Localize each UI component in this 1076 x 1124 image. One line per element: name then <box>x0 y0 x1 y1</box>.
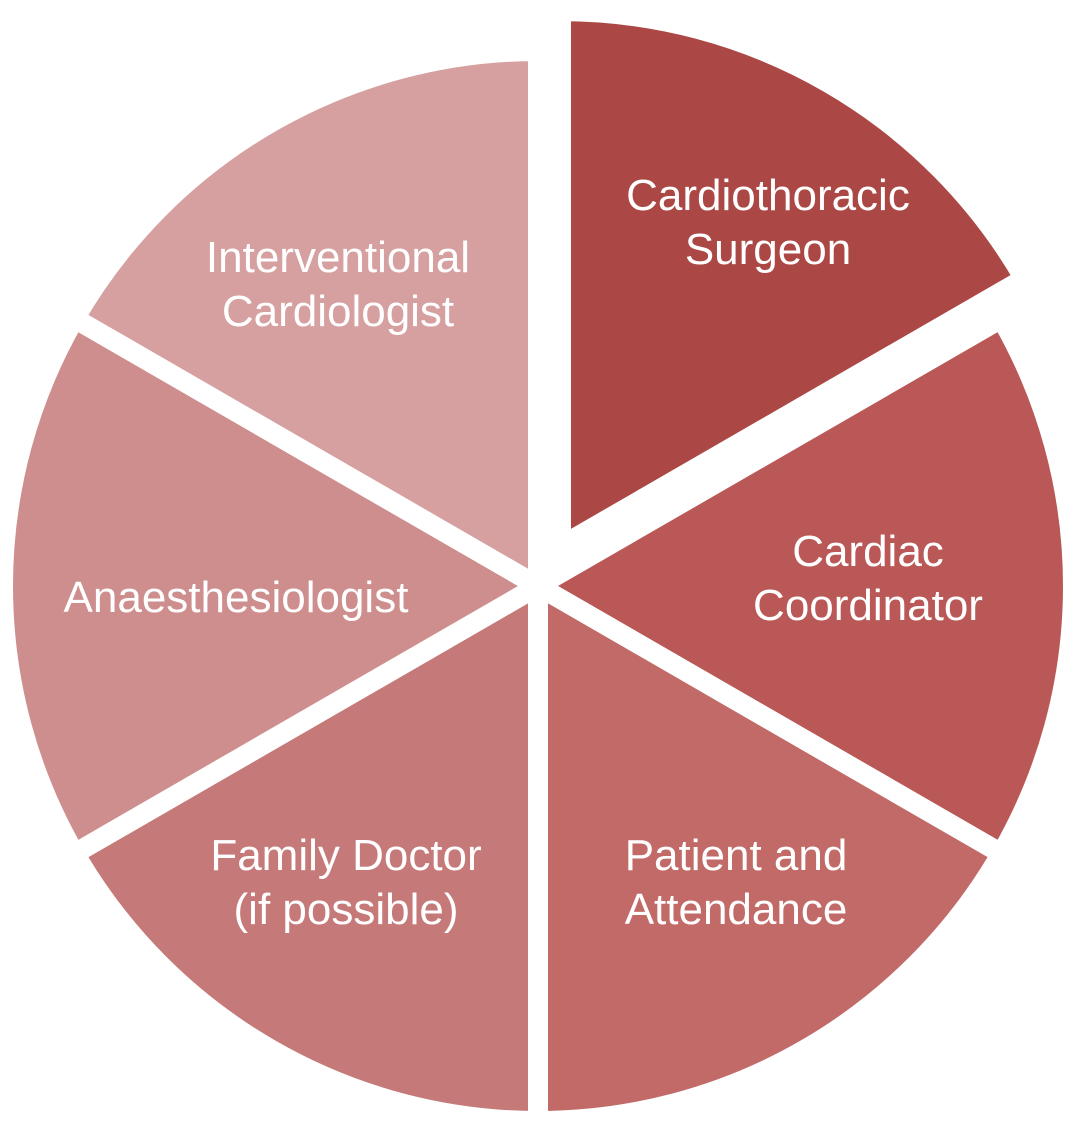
label-line: (if possible) <box>234 885 459 934</box>
label-line: Anaesthesiologist <box>64 573 409 622</box>
label-family-doctor: Family Doctor (if possible) <box>210 831 481 934</box>
slice-cardiothoracic-surgeon <box>551 1 1038 564</box>
slice-interventional-cardiologist <box>61 40 548 604</box>
label-line: Cardiothoracic <box>626 171 910 220</box>
label-anaesthesiologist: Anaesthesiologist <box>64 573 409 622</box>
label-line: Family Doctor <box>210 831 481 880</box>
label-line: Cardiologist <box>222 287 454 336</box>
slice-anaesthesiologist <box>0 304 559 868</box>
slice-family-doctor <box>61 568 548 1124</box>
label-line: Surgeon <box>685 225 851 274</box>
label-line: Interventional <box>206 233 470 282</box>
label-line: Patient and <box>625 831 848 880</box>
slice-patient-and-attendance <box>528 568 1015 1124</box>
label-line: Coordinator <box>753 581 983 630</box>
slice-cardiac-coordinator <box>518 304 1076 868</box>
label-line: Cardiac <box>792 527 944 576</box>
label-line: Attendance <box>625 885 848 934</box>
